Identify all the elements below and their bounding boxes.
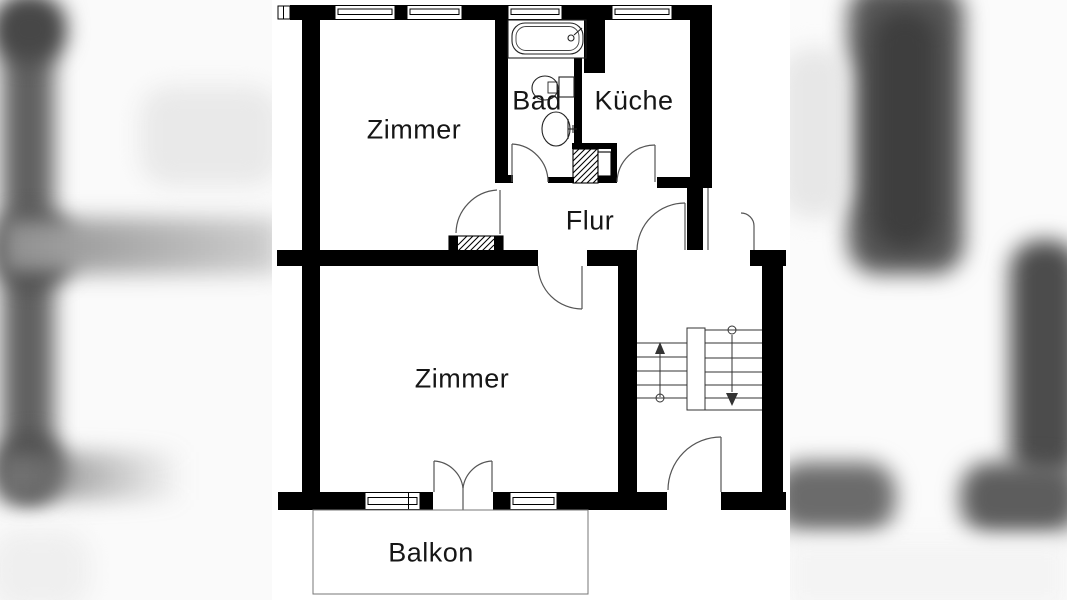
stair-core (686, 327, 706, 411)
flue-hatch (572, 148, 612, 184)
blur-shape (140, 86, 279, 186)
threshold-cap-right (494, 236, 503, 251)
bathtub-drain-line (573, 27, 583, 36)
balcony-door-arc-left (433, 460, 464, 489)
door-arc-bad (511, 143, 549, 183)
door-arc-zimmer-main (537, 265, 583, 310)
wall-middle-far-right (750, 250, 786, 266)
wall-bottom-c (493, 492, 510, 510)
wall-kueche-nw-block (584, 20, 605, 73)
door-arc-zimmer-top (455, 189, 498, 234)
bathtub-icon (511, 22, 584, 55)
blur-shape (0, 218, 279, 274)
bathtub-platform (507, 19, 587, 59)
door-arc-stairwell (667, 436, 722, 491)
wall-top-b (462, 5, 508, 20)
window-glazing (367, 497, 418, 505)
window-glazing (510, 8, 560, 15)
toilet-tank (558, 76, 575, 98)
blurred-background-left (0, 0, 279, 600)
label-balkon: Balkon (388, 537, 474, 568)
wall-kueche-east (690, 20, 712, 188)
wall-bad-east (574, 58, 582, 147)
label-kueche: Küche (594, 85, 674, 116)
wall-bottom-a (278, 492, 365, 510)
wall-bottom-e (721, 492, 786, 510)
label-flur: Flur (565, 205, 615, 236)
wall-middle-right (587, 250, 637, 266)
bathtub-inner (515, 26, 580, 51)
label-bad: Bad (512, 85, 562, 116)
wall-bottom-b (420, 492, 433, 510)
wall-top-pier (395, 5, 407, 20)
wall-top-a (290, 5, 335, 20)
blur-shape (788, 462, 896, 532)
sink-icon (541, 111, 571, 147)
blurred-background-right (788, 0, 1067, 600)
wall-middle-left (277, 250, 538, 266)
toilet-icon (531, 75, 559, 101)
blur-shape (788, 48, 850, 218)
wall-bad-south (548, 177, 574, 183)
window-glazing (614, 8, 670, 15)
blur-shape (1010, 240, 1067, 480)
wall-zimmer-bad (495, 20, 508, 175)
wall-zimmer-bad-foot (495, 175, 513, 183)
window-glazing (337, 8, 393, 15)
door-threshold-hatch (448, 235, 504, 252)
wall-entry-pier (687, 188, 703, 250)
blur-shape (960, 462, 1067, 534)
flue-right-bar (611, 149, 617, 183)
stairs-down-arrowhead (726, 393, 738, 406)
flue-top-bar (572, 143, 617, 149)
label-zimmer-main: Zimmer (414, 363, 510, 394)
blur-shape (0, 530, 90, 600)
balcony-door-arc-right (462, 460, 493, 489)
door-arc-entry (636, 202, 686, 251)
balcony-outline (312, 509, 589, 595)
bathtub-drain (567, 34, 575, 42)
toilet-inner (547, 81, 558, 94)
blur-shape (0, 452, 185, 500)
landing-door-arc (740, 212, 755, 227)
blur-shape (788, 540, 1067, 600)
blur-shape (0, 0, 66, 62)
wall-top-c (562, 5, 612, 20)
blur-shape (872, 10, 938, 250)
door-arc-kueche (616, 144, 656, 183)
wall-bottom-d (557, 492, 667, 510)
wall-top-d (672, 5, 712, 20)
threshold-cap-left (449, 236, 458, 251)
stairs-up-arrowhead (655, 342, 665, 354)
window-glazing (409, 8, 460, 15)
staircase (637, 325, 762, 411)
window-glazing (512, 497, 555, 505)
wall-zimmer-main-east (618, 266, 637, 493)
wall-kueche-south (657, 177, 712, 188)
label-zimmer-top: Zimmer (366, 114, 462, 145)
wall-stair-east (762, 266, 783, 492)
flue-bottom-bar (598, 176, 617, 183)
